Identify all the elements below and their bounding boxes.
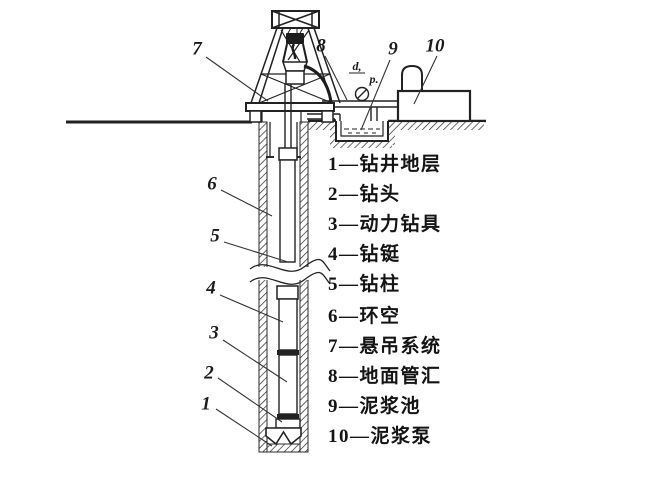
callout-4: 4 xyxy=(206,277,216,299)
callout-9: 9 xyxy=(388,38,398,60)
pressure-gauge-icon xyxy=(349,72,370,102)
swivel xyxy=(281,61,333,103)
hole-bottom xyxy=(266,443,301,453)
hook-icon xyxy=(291,43,297,60)
mud-pit xyxy=(330,121,395,148)
callout-6: 6 xyxy=(207,173,217,195)
drill-bit xyxy=(265,427,302,446)
ground-surface xyxy=(66,119,486,130)
callout-7: 7 xyxy=(192,38,202,60)
callout-5: 5 xyxy=(210,225,220,247)
wellbore-right-wall xyxy=(299,121,309,453)
pulsation-dampener xyxy=(401,64,423,91)
gauge-pressure-label: p. xyxy=(369,72,379,86)
joint-band-lower xyxy=(277,414,299,419)
substructure-left xyxy=(249,110,262,123)
gauge-diameter-label: d, xyxy=(352,59,362,73)
leader-lines xyxy=(205,55,438,447)
callout-1: 1 xyxy=(201,393,211,415)
drill-collar xyxy=(278,298,298,351)
rotary-hose xyxy=(303,64,333,103)
wellbore-walls xyxy=(258,121,309,453)
wellbore-left-wall xyxy=(258,121,268,453)
traveling-block xyxy=(280,27,310,63)
derrick-floor xyxy=(245,102,335,112)
callout-2: 2 xyxy=(204,362,214,384)
kelly xyxy=(284,84,292,148)
drill-pipe xyxy=(279,159,296,263)
kelly-saver-sub xyxy=(278,147,298,161)
callout-8: 8 xyxy=(316,35,326,57)
callout-3: 3 xyxy=(209,322,219,344)
substructure-right xyxy=(321,110,334,123)
mud-pump xyxy=(396,64,472,123)
drilling-line xyxy=(280,29,310,63)
break-lines xyxy=(249,258,331,285)
tool-joint xyxy=(276,285,299,300)
downhole-motor xyxy=(278,354,298,415)
joint-band-upper xyxy=(277,350,299,355)
callout-10: 10 xyxy=(425,35,445,57)
